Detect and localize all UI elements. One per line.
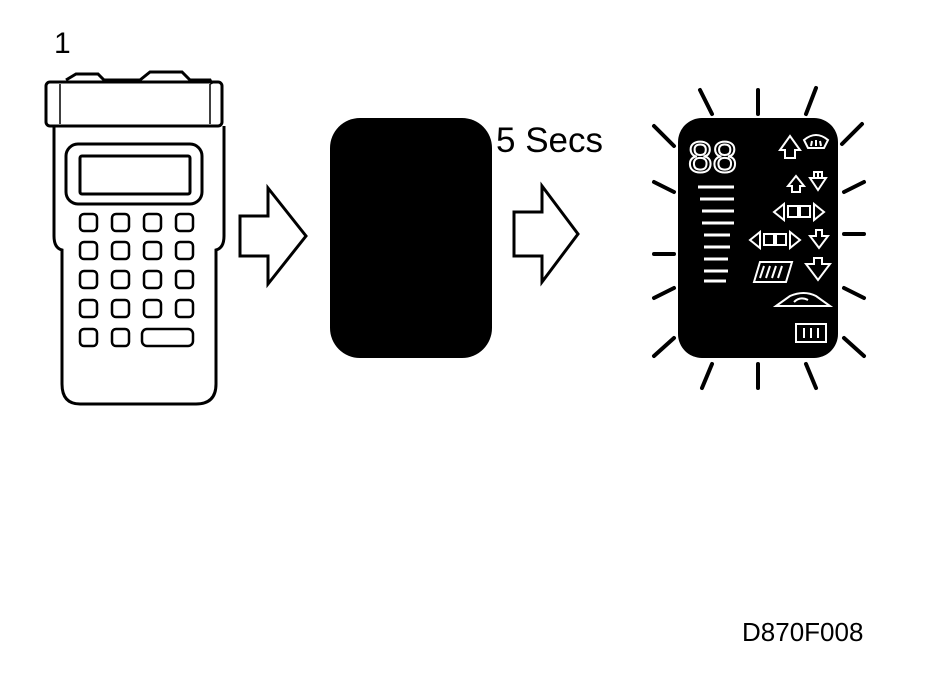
- econ-label: ECON: [748, 334, 780, 346]
- blank-display-panel: [330, 118, 492, 358]
- rear-window-defogger-icon: [795, 323, 827, 343]
- vent-row-1-icon: [772, 201, 826, 223]
- mode-down-arrow-icon: [808, 171, 828, 192]
- face-vent-up-arrow-icon: [778, 134, 802, 159]
- tester-top-block: [44, 80, 224, 128]
- flow-arrow-2: [512, 181, 580, 287]
- figure-code: D870F008: [742, 617, 863, 647]
- rear-defog-icon: [752, 261, 794, 283]
- delay-label: 5 Secs: [496, 121, 603, 160]
- tester-screen: [78, 154, 192, 196]
- step-number: 1: [54, 27, 71, 60]
- mode-up-arrow-icon: [785, 174, 807, 193]
- tester-wide-key: [140, 327, 195, 348]
- unit-f-label: F: [760, 134, 768, 149]
- tester-keypad: [78, 212, 195, 348]
- flow-arrow-1: [238, 183, 308, 289]
- auto-label: AUT O: [690, 330, 739, 347]
- off-label: OFF: [744, 177, 772, 193]
- vent-row-2-icon: [748, 229, 830, 251]
- temperature-digits: 88: [688, 133, 737, 182]
- tester-screen-bezel: [64, 142, 204, 206]
- fan-speed-bars: [698, 185, 734, 283]
- tester-connector: [65, 70, 214, 85]
- recirculation-icon: [772, 292, 834, 307]
- tester-body: [52, 126, 226, 406]
- front-defrost-icon: [802, 134, 830, 149]
- flashing-display-panel: 88 F C OFF: [678, 118, 838, 358]
- flash-rays: [652, 86, 866, 390]
- floor-down-arrow-icon: [804, 257, 832, 282]
- fan-icon: ✿: [704, 285, 721, 307]
- rear-label: REAR: [692, 311, 723, 323]
- rear-fan-icon: ✿: [734, 309, 746, 325]
- hand-held-tester: [44, 70, 226, 406]
- unit-c-label: C: [756, 153, 765, 168]
